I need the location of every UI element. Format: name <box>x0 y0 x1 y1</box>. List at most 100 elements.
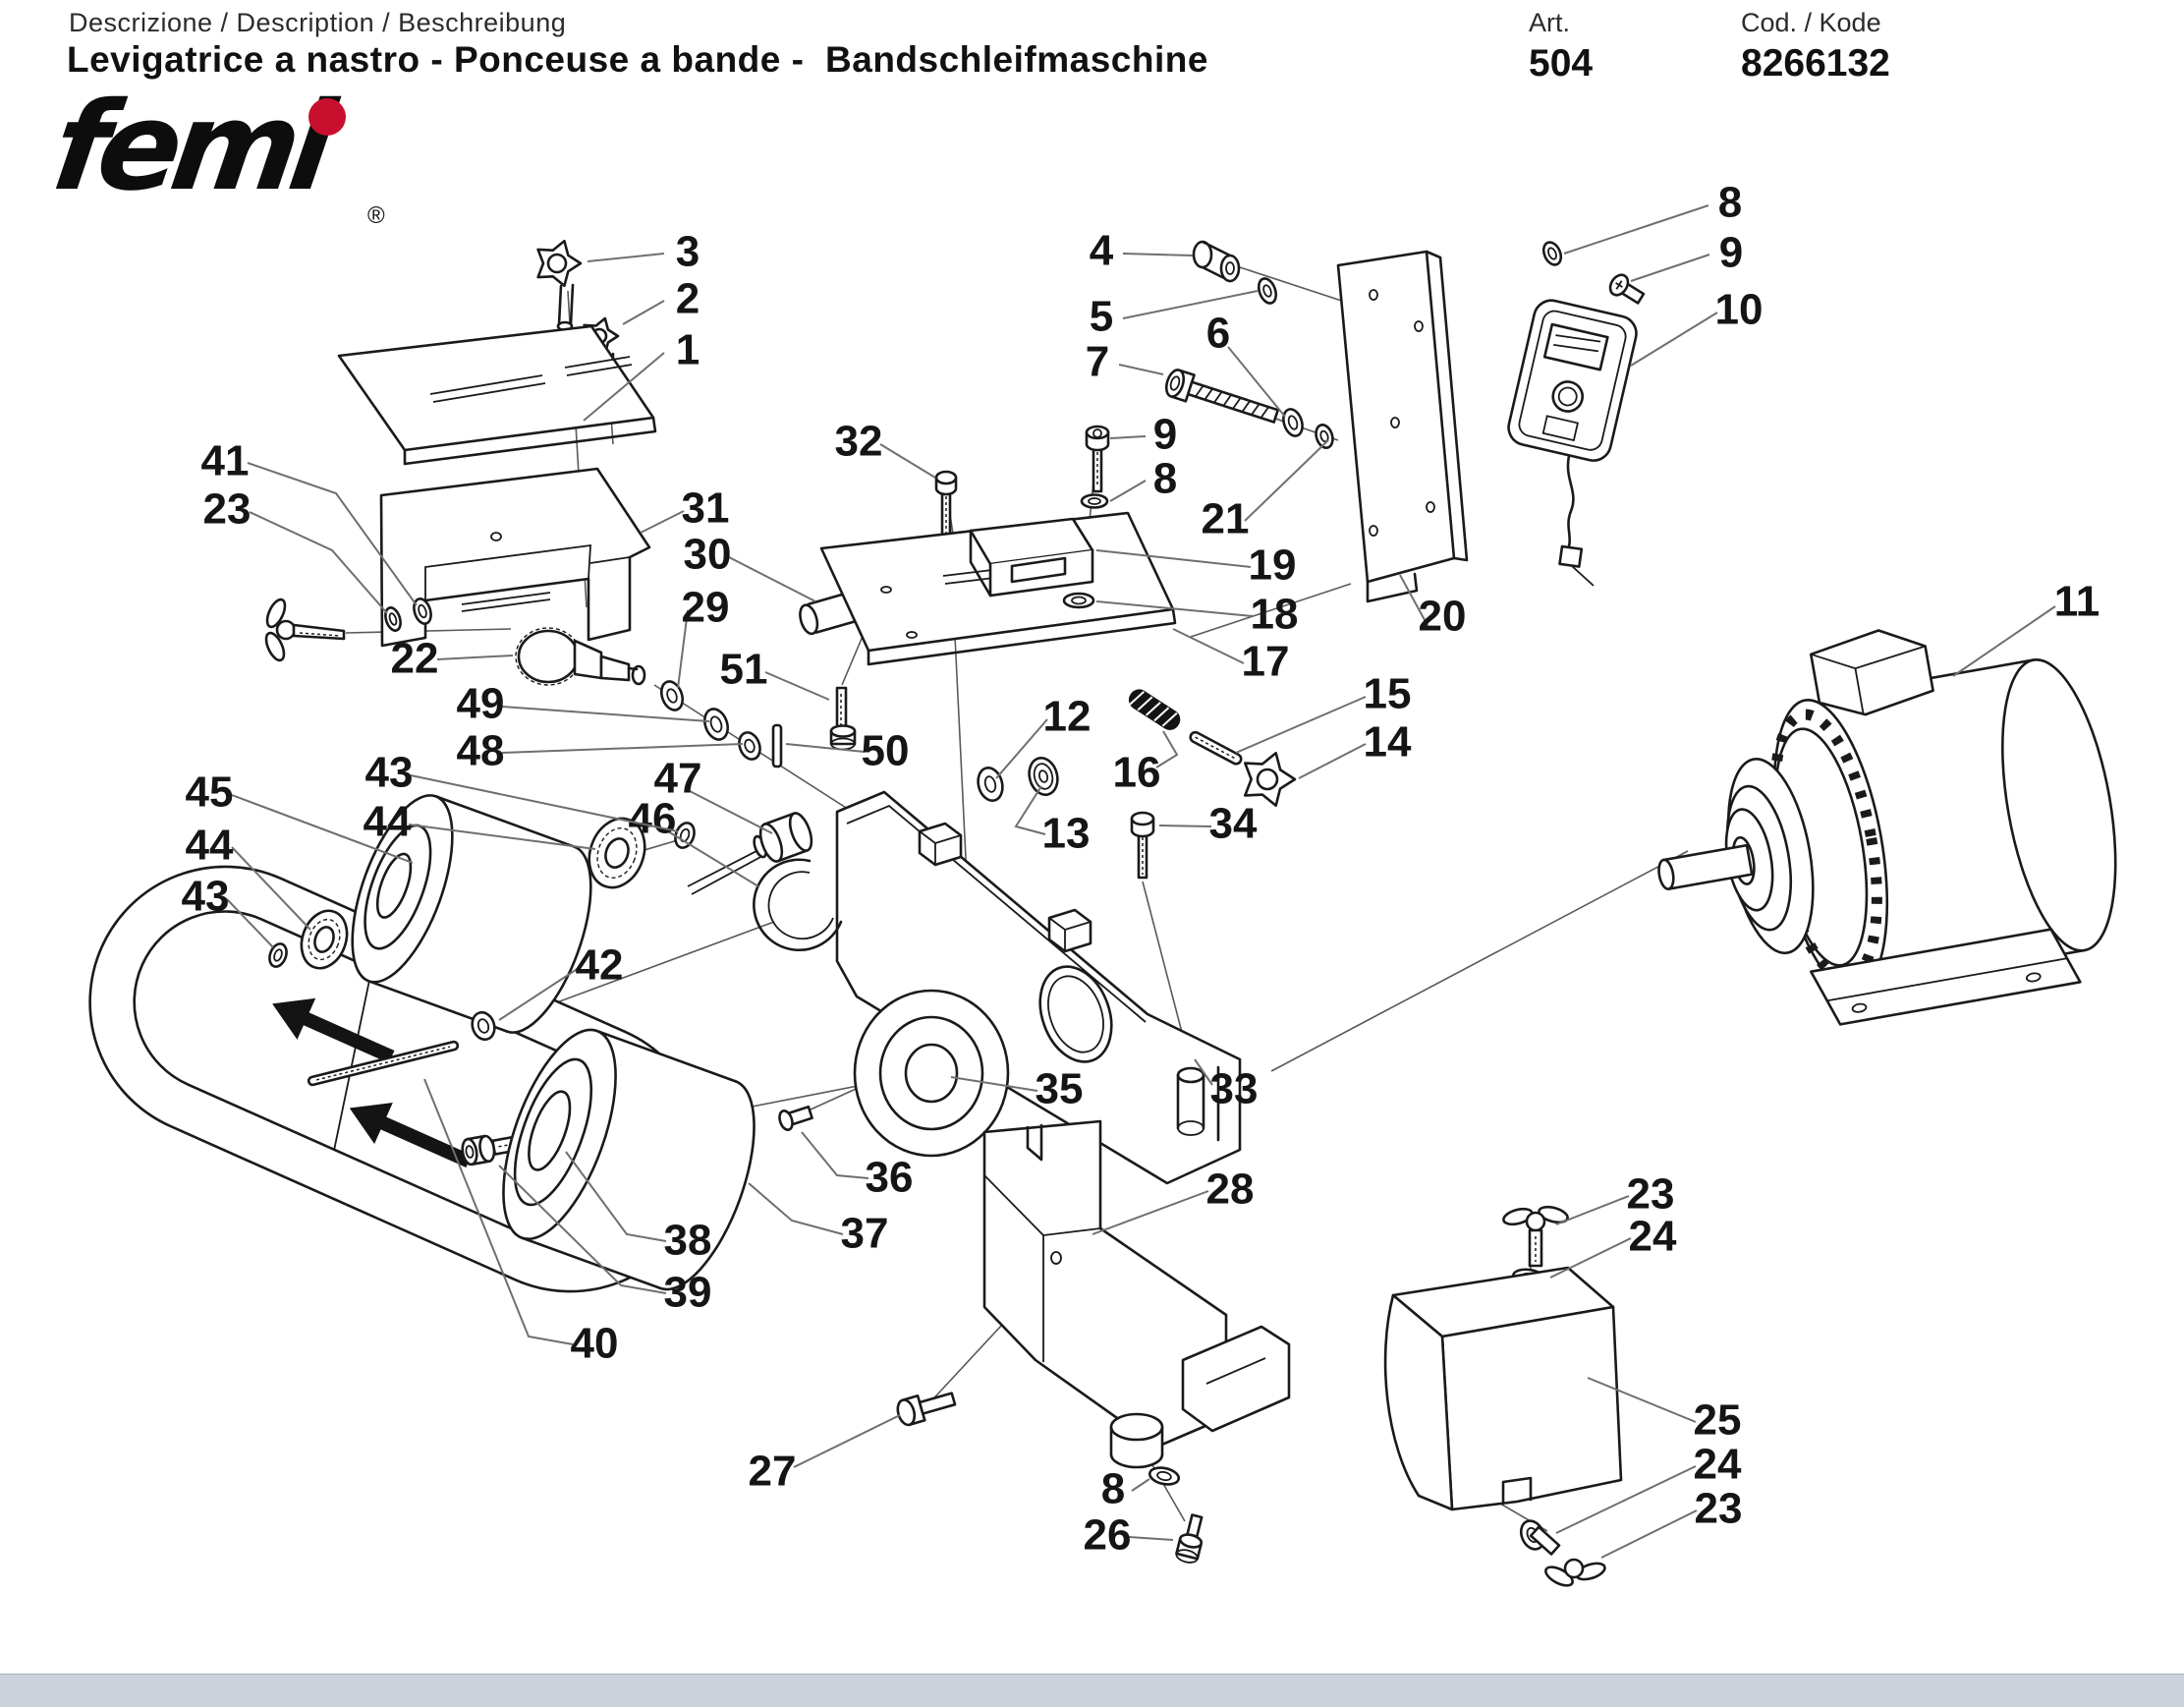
washer-part-8-bottom <box>1148 1466 1181 1486</box>
part-number-label: 7 <box>1086 338 1109 386</box>
wing-screw-part-23-top <box>1502 1205 1569 1268</box>
slide-bracket-part-19 <box>969 517 1094 597</box>
code-value: 8266132 <box>1741 42 1890 85</box>
star-knob-part-14 <box>1244 752 1297 807</box>
leader-line <box>231 846 311 931</box>
belt-assembly <box>88 794 813 1293</box>
part-number-label: 30 <box>684 531 732 579</box>
motor-foot <box>1810 928 2082 1026</box>
screw-part-26 <box>1175 1513 1204 1564</box>
clamp-block-part-33 <box>1176 1065 1220 1142</box>
belt-direction-arrow-icon <box>272 997 395 1063</box>
leader-line <box>410 774 679 832</box>
part-number-label: 21 <box>1202 495 1250 543</box>
bearing-part-44-right <box>588 817 646 889</box>
leader-line <box>622 300 665 325</box>
base-saddle-bracket <box>1181 1325 1291 1433</box>
footer-strip <box>0 1674 2184 1707</box>
part-number-label: 16 <box>1113 749 1161 797</box>
arm-assembly <box>659 680 1297 1185</box>
saddle-block-a <box>918 822 963 867</box>
drive-roller-part-45 <box>351 794 592 1034</box>
tension-lever-part-46 <box>753 858 843 952</box>
screw-part-9-top <box>1608 273 1646 305</box>
part-number-label: 34 <box>1209 800 1258 848</box>
saddle-block-b <box>1047 908 1092 953</box>
part-number-label: 6 <box>1206 310 1230 358</box>
part-number-label: 45 <box>186 768 234 817</box>
leader-line <box>950 1076 1038 1092</box>
part-number-label: 35 <box>1036 1065 1084 1113</box>
leader-line <box>501 706 710 722</box>
leader-line <box>231 794 414 864</box>
leader-line <box>408 824 596 850</box>
part-number-label: 19 <box>1249 541 1297 590</box>
leader-line <box>640 510 685 534</box>
star-knob-part-3 <box>536 239 583 332</box>
part-number-label: 32 <box>835 418 883 466</box>
leader-line <box>1131 1478 1150 1492</box>
part-number-label: 24 <box>1629 1213 1677 1261</box>
washer-part-21 <box>1315 424 1334 449</box>
support-plate-assembly <box>1164 240 1646 603</box>
part-number-label: 22 <box>391 635 439 683</box>
washer-part-42 <box>471 1010 496 1042</box>
screw-part-27 <box>896 1392 957 1427</box>
part-number-label: 33 <box>1210 1065 1259 1113</box>
washer-part-12a <box>977 766 1004 803</box>
switch-part-10 <box>1507 299 1638 587</box>
washer-part-5 <box>1257 277 1278 305</box>
leader-line <box>249 511 388 614</box>
leader-line <box>1109 435 1147 439</box>
part-number-label: 40 <box>571 1320 619 1368</box>
leader-line <box>1014 785 1046 835</box>
part-number-label: 43 <box>182 873 230 921</box>
pin-part-50 <box>771 723 783 768</box>
part-number-label: 23 <box>203 485 252 534</box>
part-number-label: 8 <box>1101 1465 1125 1513</box>
leader-line <box>793 1414 901 1468</box>
leader-line <box>728 556 816 602</box>
part-number-label: 18 <box>1251 591 1299 639</box>
leader-line <box>1118 364 1164 375</box>
channel-bracket-part-31 <box>379 467 651 648</box>
part-number-label: 44 <box>364 798 412 846</box>
leader-line <box>1095 600 1254 617</box>
leader-line <box>226 898 274 948</box>
wing-screw-part-23-bottom <box>1529 1525 1606 1587</box>
leader-line <box>801 1131 869 1179</box>
part-number-label: 51 <box>720 646 768 694</box>
washer-part-49 <box>703 708 729 741</box>
washer-part-29 <box>659 680 685 711</box>
part-number-label: 26 <box>1084 1511 1132 1560</box>
part-number-label: 11 <box>2054 578 2100 626</box>
leader-line <box>785 743 866 753</box>
femi-logo: femi ® <box>45 77 409 244</box>
leader-line <box>1122 290 1259 319</box>
leader-line <box>247 462 418 606</box>
belt-direction-arrow-icon <box>349 1102 473 1168</box>
leader-line <box>436 654 514 660</box>
leader-line <box>677 609 689 689</box>
wing-screw-part-41 <box>264 597 346 662</box>
screw-part-51 <box>829 686 857 751</box>
leader-line <box>1092 1190 1209 1235</box>
part-number-label: 3 <box>676 228 700 276</box>
washer-part-23-left <box>384 606 402 632</box>
part-number-label: 41 <box>201 437 250 485</box>
bearing-part-44-left <box>300 909 349 970</box>
description-label: Descrizione / Description / Beschreibung <box>69 8 567 37</box>
part-number-label: 10 <box>1715 286 1764 334</box>
part-number-label: 28 <box>1206 1166 1255 1214</box>
front-roller-part-37 <box>502 1028 756 1291</box>
leader-line <box>1128 1536 1174 1541</box>
part-number-label: 24 <box>1694 1441 1742 1489</box>
leader-line <box>1630 312 1718 367</box>
leader-line <box>1549 1237 1632 1279</box>
part-number-label: 2 <box>676 275 700 323</box>
roller-flange-part-35 <box>853 989 1010 1158</box>
part-number-label: 27 <box>749 1448 797 1496</box>
leader-line <box>1158 825 1212 827</box>
